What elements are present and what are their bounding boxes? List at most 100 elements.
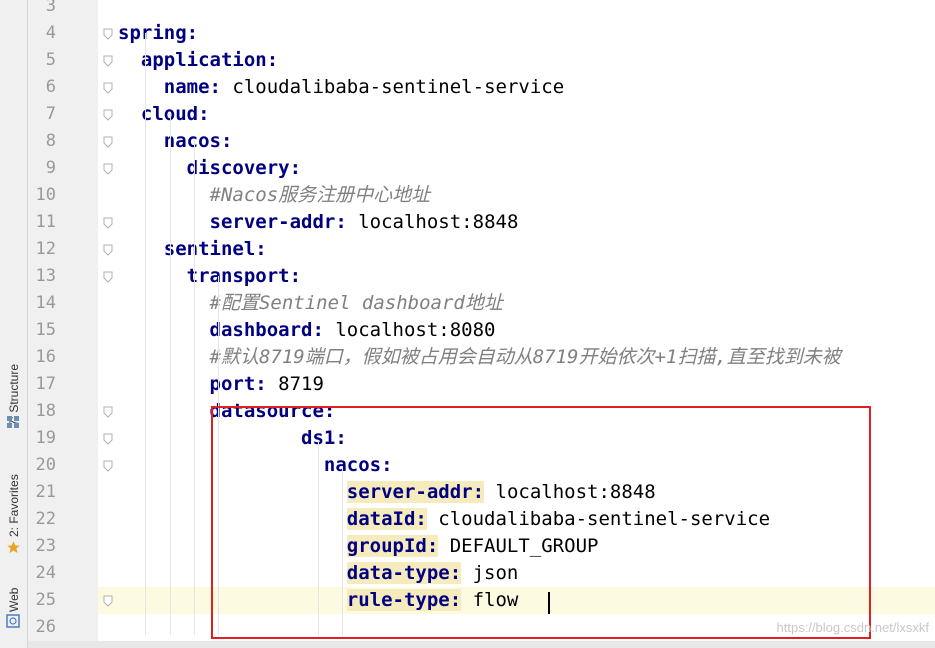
code-line[interactable]: nacos: bbox=[98, 452, 935, 479]
code-line[interactable] bbox=[98, 0, 935, 20]
line-number: 6 bbox=[45, 77, 56, 97]
line-number: 16 bbox=[35, 347, 56, 367]
watermark: https://blog.csdn.net/lxsxkf bbox=[776, 620, 929, 635]
line-number-gutter bbox=[28, 0, 98, 648]
fold-marker-icon[interactable] bbox=[101, 162, 115, 176]
fold-marker-icon[interactable] bbox=[101, 81, 115, 95]
code-line[interactable]: server-addr: localhost:8848 bbox=[98, 479, 935, 506]
code-line[interactable]: dashboard: localhost:8080 bbox=[98, 317, 935, 344]
line-number: 7 bbox=[45, 104, 56, 124]
code-line[interactable]: #配置Sentinel dashboard地址 bbox=[98, 290, 935, 317]
line-number: 26 bbox=[35, 617, 56, 637]
code-line[interactable]: ds1: bbox=[98, 425, 935, 452]
yaml-key: nacos: bbox=[163, 130, 233, 152]
code-line[interactable]: application: bbox=[98, 47, 935, 74]
code-line[interactable]: #默认8719端口，假如被占用会自动从8719开始依次+1扫描,直至找到未被 bbox=[98, 344, 935, 371]
line-number: 8 bbox=[45, 131, 56, 151]
code-line[interactable]: #Nacos服务注册中心地址 bbox=[98, 182, 935, 209]
yaml-value bbox=[118, 400, 210, 422]
yaml-value: json bbox=[461, 562, 519, 584]
code-line[interactable]: server-addr: localhost:8848 bbox=[98, 209, 935, 236]
favorites-tab-label: 2: Favorites bbox=[7, 474, 21, 537]
code-line[interactable]: name: cloudalibaba-sentinel-service bbox=[98, 74, 935, 101]
yaml-value bbox=[118, 238, 164, 260]
fold-marker-icon[interactable] bbox=[101, 432, 115, 446]
yaml-key: rule-type: bbox=[346, 589, 462, 611]
yaml-key: datasource: bbox=[209, 400, 336, 422]
fold-marker-icon[interactable] bbox=[101, 54, 115, 68]
indent-guide bbox=[318, 440, 319, 635]
yaml-value bbox=[118, 373, 210, 395]
yaml-value bbox=[118, 319, 210, 341]
yaml-key: sentinel: bbox=[163, 238, 267, 260]
fold-marker-icon[interactable] bbox=[101, 135, 115, 149]
yaml-value bbox=[118, 265, 187, 287]
line-number: 22 bbox=[35, 509, 56, 529]
code-line[interactable]: spring: bbox=[98, 20, 935, 47]
line-number: 12 bbox=[35, 239, 56, 259]
yaml-key: dashboard: bbox=[209, 319, 324, 341]
code-line[interactable]: data-type: json bbox=[98, 560, 935, 587]
yaml-value bbox=[118, 211, 210, 233]
tool-window-strip: 7: Structure 2: Favorites Web bbox=[0, 0, 28, 648]
yaml-key: server-addr: bbox=[346, 481, 485, 503]
code-line[interactable]: transport: bbox=[98, 263, 935, 290]
code-line[interactable]: sentinel: bbox=[98, 236, 935, 263]
fold-marker-icon[interactable] bbox=[101, 243, 115, 257]
code-line[interactable]: dataId: cloudalibaba-sentinel-service bbox=[98, 506, 935, 533]
indent-guide bbox=[170, 114, 171, 635]
star-icon bbox=[7, 541, 20, 554]
horizontal-scrollbar[interactable] bbox=[28, 641, 935, 648]
yaml-key: spring: bbox=[118, 22, 199, 44]
line-number: 9 bbox=[45, 158, 56, 178]
fold-marker-icon[interactable] bbox=[101, 405, 115, 419]
yaml-key: port: bbox=[209, 373, 267, 395]
yaml-key: name: bbox=[163, 76, 221, 98]
code-line[interactable]: groupId: DEFAULT_GROUP bbox=[98, 533, 935, 560]
yaml-value: localhost:8080 bbox=[323, 319, 496, 341]
fold-marker-icon[interactable] bbox=[101, 459, 115, 473]
favorites-tab[interactable]: 2: Favorites bbox=[2, 455, 24, 540]
indent-guide bbox=[218, 276, 219, 635]
yaml-key: server-addr: bbox=[209, 211, 347, 233]
yaml-value: localhost:8848 bbox=[484, 481, 656, 503]
code-editor[interactable]: spring: application: name: cloudalibaba-… bbox=[98, 0, 935, 648]
highlight-box bbox=[211, 406, 871, 639]
line-number: 23 bbox=[35, 536, 56, 556]
yaml-key: dataId: bbox=[346, 508, 427, 530]
yaml-value bbox=[118, 157, 187, 179]
yaml-value bbox=[118, 103, 141, 125]
code-line[interactable]: port: 8719 bbox=[98, 371, 935, 398]
code-line[interactable]: rule-type: flow bbox=[98, 587, 935, 614]
line-number: 4 bbox=[45, 23, 56, 43]
indent-guide bbox=[145, 33, 146, 635]
fold-marker-icon[interactable] bbox=[101, 270, 115, 284]
yaml-value bbox=[118, 184, 210, 206]
line-number: 14 bbox=[35, 293, 56, 313]
line-number: 17 bbox=[35, 374, 56, 394]
line-number: 18 bbox=[35, 401, 56, 421]
yaml-value: DEFAULT_GROUP bbox=[438, 535, 599, 557]
code-line[interactable]: datasource: bbox=[98, 398, 935, 425]
line-number: 5 bbox=[45, 50, 56, 70]
code-line[interactable]: nacos: bbox=[98, 128, 935, 155]
fold-marker-icon[interactable] bbox=[101, 216, 115, 230]
line-number: 11 bbox=[35, 212, 56, 232]
yaml-key: groupId: bbox=[346, 535, 439, 557]
code-line[interactable]: discovery: bbox=[98, 155, 935, 182]
fold-marker-icon[interactable] bbox=[101, 27, 115, 41]
line-number: 13 bbox=[35, 266, 56, 286]
yaml-key: ds1: bbox=[301, 427, 347, 449]
yaml-key: application: bbox=[140, 49, 279, 71]
indent-guide bbox=[342, 466, 343, 635]
yaml-value bbox=[118, 292, 210, 314]
web-tab[interactable]: Web bbox=[2, 578, 24, 616]
fold-marker-icon[interactable] bbox=[101, 594, 115, 608]
line-number: 24 bbox=[35, 563, 56, 583]
yaml-value: localhost:8848 bbox=[346, 211, 519, 233]
fold-marker-icon[interactable] bbox=[101, 108, 115, 122]
text-caret bbox=[548, 592, 550, 614]
yaml-value bbox=[118, 49, 141, 71]
yaml-value: cloudalibaba-sentinel-service bbox=[426, 508, 771, 530]
code-line[interactable]: cloud: bbox=[98, 101, 935, 128]
